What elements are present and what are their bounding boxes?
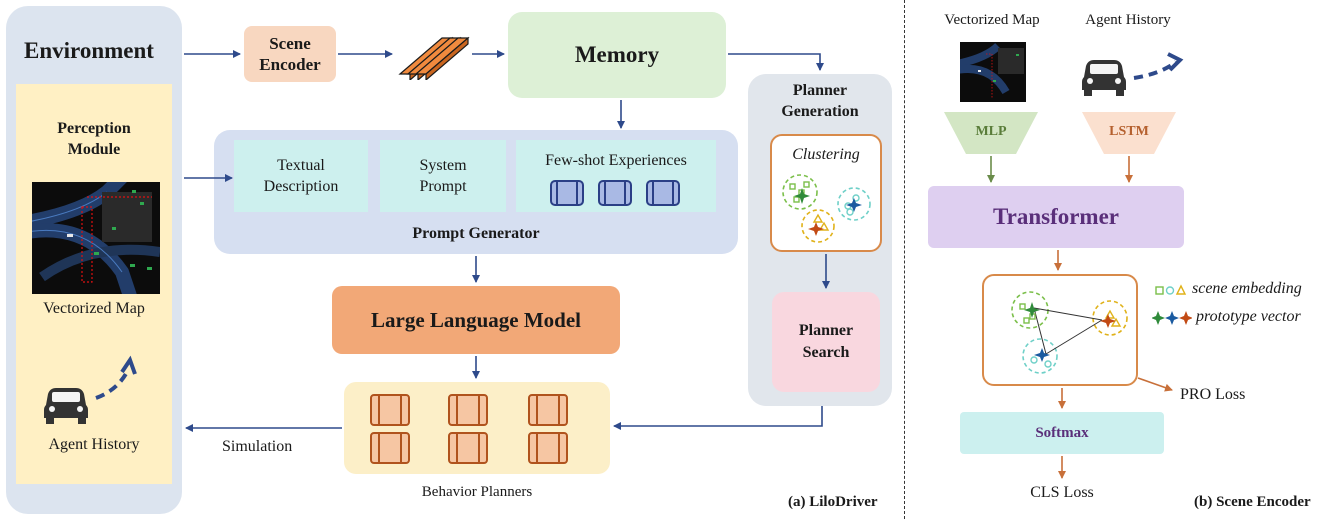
caption-a: (a) LiloDriver [788, 494, 878, 510]
lstm-block [1082, 112, 1176, 154]
few-shot-label: Few-shot Experiences [545, 152, 687, 169]
prototype-vector-legend-label: prototype vector [1196, 308, 1301, 325]
scene-embedding-legend-icon [1154, 282, 1188, 298]
planner-tile [528, 432, 568, 464]
planner-search-box: Planner Search [772, 292, 880, 392]
planner-tile [448, 432, 488, 464]
scene-embedding-legend-label: scene embedding [1192, 280, 1302, 297]
perception-module-title: Perception Module [57, 120, 131, 158]
prototype-vector-legend-icon [1151, 308, 1193, 328]
caption-b: (b) Scene Encoder [1194, 494, 1311, 510]
planner-tile [528, 394, 568, 426]
planner-tile [448, 394, 488, 426]
car-icon [36, 350, 156, 430]
prompt-generator-title: Prompt Generator [412, 225, 540, 242]
experience-block-3 [646, 180, 680, 206]
lstm-label: LSTM [1109, 124, 1149, 139]
planner-tile [370, 394, 410, 426]
transformer-box: Transformer [928, 186, 1184, 248]
memory-box: Memory [508, 12, 726, 98]
experience-block-1 [550, 180, 584, 206]
behavior-planners-label: Behavior Planners [421, 484, 533, 500]
vectorized-map-title: Vectorized Map [944, 12, 1040, 28]
textual-description-cell: Textual Description [234, 140, 368, 212]
feature-stack-icon [396, 30, 474, 82]
scene-encoder-box: Scene Encoder [244, 26, 336, 82]
llm-box: Large Language Model [332, 286, 620, 354]
mlp-label: MLP [975, 124, 1007, 139]
mlp-block [944, 112, 1038, 154]
embedding-space-box [982, 274, 1138, 386]
agent-history-title: Agent History [1085, 12, 1171, 28]
agent-history-label: Agent History [48, 436, 140, 453]
pro-loss-label: PRO Loss [1180, 386, 1246, 403]
vectorized-map-image [32, 182, 160, 294]
cls-loss-label: CLS Loss [1030, 484, 1094, 501]
softmax-box: Softmax [960, 412, 1164, 454]
cluster-graphic [776, 170, 876, 248]
embedding-graphic [990, 280, 1136, 382]
simulation-label: Simulation [222, 438, 293, 455]
car-icon-b [1074, 22, 1194, 102]
system-prompt-cell: System Prompt [380, 140, 506, 212]
vectorized-map-label: Vectorized Map [43, 300, 145, 317]
experience-block-2 [598, 180, 632, 206]
panel-divider [904, 0, 905, 519]
planner-tile [370, 432, 410, 464]
environment-title: Environment [24, 38, 154, 63]
planner-generation-title: Planner Generation [781, 82, 859, 120]
vectorized-map-thumb [960, 42, 1026, 102]
clustering-label: Clustering [792, 146, 860, 163]
clustering-box [770, 134, 882, 252]
